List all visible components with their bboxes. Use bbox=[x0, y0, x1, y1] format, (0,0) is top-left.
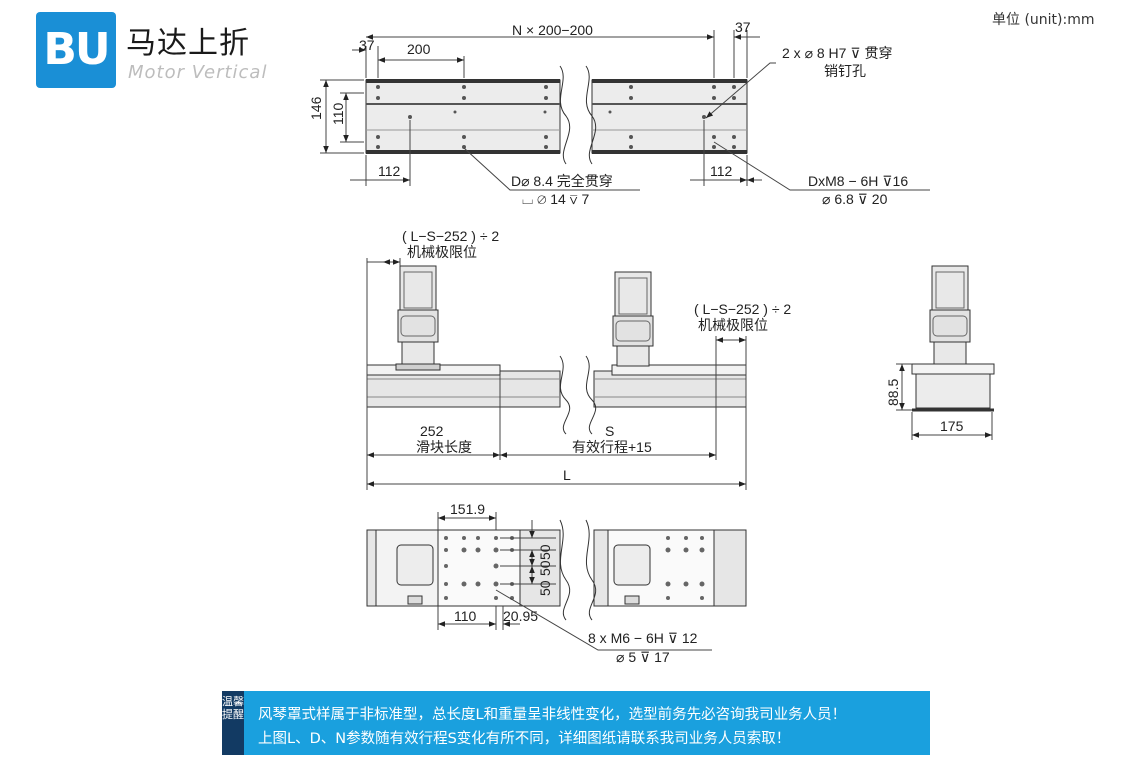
stroke-label: 有效行程+15 bbox=[572, 439, 652, 455]
side-view bbox=[366, 258, 747, 490]
brand-logo: BU bbox=[36, 12, 116, 88]
dim-200-label: 200 bbox=[407, 41, 431, 57]
dim-110-bottom-label: 110 bbox=[454, 608, 477, 624]
limit-right-label: 机械极限位 bbox=[698, 317, 768, 333]
left-motor bbox=[399, 265, 437, 311]
limit-right-formula: ( L−S−252 ) ÷ 2 bbox=[694, 301, 791, 317]
top-holes bbox=[376, 85, 736, 149]
pin-hole-spec: 2 x ⌀ 8 H7 ⊽ 贯穿 bbox=[782, 45, 892, 61]
through-hole-spec: D⌀ 8.4 完全贯穿 bbox=[511, 173, 613, 189]
dim-20-95-label: 20.95 bbox=[503, 608, 538, 624]
dim-50-b-label: 50 bbox=[537, 560, 553, 576]
left-coupling bbox=[397, 309, 439, 343]
right-motor bbox=[614, 271, 652, 317]
slider-length-value: 252 bbox=[420, 423, 444, 439]
top-rail-left bbox=[365, 79, 561, 154]
motor-flange-right bbox=[613, 544, 651, 586]
dim-37-left-label: 37 bbox=[359, 37, 375, 53]
dim-112-right-label: 112 bbox=[710, 163, 733, 179]
side-view-labels: ( L−S−252 ) ÷ 2 机械极限位 ( L−S−252 ) ÷ 2 机械… bbox=[402, 228, 791, 483]
motor-flange-left bbox=[396, 544, 434, 586]
limit-left-label: 机械极限位 bbox=[407, 244, 477, 260]
side-rail-left bbox=[366, 370, 561, 408]
end-height-label: 88.5 bbox=[885, 379, 901, 406]
top-view bbox=[320, 30, 930, 191]
limit-left-formula: ( L−S−252 ) ÷ 2 bbox=[402, 228, 499, 244]
dim-146-label: 146 bbox=[308, 96, 324, 120]
brand-name-cn: 马达上折 bbox=[126, 26, 250, 61]
bottom-thread-drill: ⌀ 5 ⊽ 17 bbox=[616, 649, 670, 665]
bottom-carriage-left bbox=[437, 529, 521, 607]
bottom-view-labels: 151.9 50 50 50 110 20.95 8 x M6 − 6H ⊽ 1… bbox=[450, 501, 698, 665]
end-width-label: 175 bbox=[940, 418, 964, 434]
pin-hole-name: 销钉孔 bbox=[824, 63, 866, 79]
dim-112-left-label: 112 bbox=[378, 163, 401, 179]
unit-label: 单位 (unit):mm bbox=[992, 12, 1095, 28]
end-view-labels: 88.5 175 bbox=[885, 379, 964, 434]
dim-37-right-label: 37 bbox=[735, 19, 751, 35]
dim-151-9-label: 151.9 bbox=[450, 501, 485, 517]
stroke-value: S bbox=[605, 423, 614, 439]
total-length-label: L bbox=[563, 467, 571, 483]
end-view bbox=[896, 265, 995, 440]
dim-110-label: 110 bbox=[330, 102, 346, 125]
dim-50-a-label: 50 bbox=[537, 544, 553, 560]
end-motor bbox=[931, 265, 969, 311]
thread-spec: DxM8 − 6H ⊽16 bbox=[808, 173, 908, 189]
notice-tag: 温馨提醒 bbox=[222, 691, 244, 755]
top-view-labels: N × 200−200 37 200 37 146 110 112 112 2 … bbox=[308, 19, 908, 207]
bottom-view bbox=[366, 512, 747, 651]
bottom-holes bbox=[444, 536, 705, 600]
notice-banner: 温馨提醒 风琴罩式样属于非标准型，总长度L和重量呈非线性变化，选型前务先必咨询我… bbox=[222, 691, 930, 755]
top-rail-right bbox=[591, 79, 748, 154]
brand-name-en: Motor Vertical bbox=[128, 62, 268, 83]
dim-n-label: N × 200−200 bbox=[512, 22, 593, 38]
brand-logo-text: BU bbox=[43, 24, 110, 75]
side-rail-right bbox=[593, 370, 747, 408]
thread-drill-spec: ⌀ 6.8 ⊽ 20 bbox=[822, 191, 888, 207]
notice-line-2: 上图L、D、N参数随有效行程S变化有所不同，详细图纸请联系我司业务人员索取！ bbox=[258, 731, 791, 747]
slider-length-label: 滑块长度 bbox=[416, 439, 472, 455]
notice-line-1: 风琴罩式样属于非标准型，总长度L和重量呈非线性变化，选型前务先必咨询我司业务人员… bbox=[258, 707, 847, 723]
dim-50-c-label: 50 bbox=[537, 580, 553, 596]
counterbore-spec: ⌴ ⌀ 14 ⊽ 7 bbox=[522, 191, 590, 207]
bottom-thread-spec: 8 x M6 − 6H ⊽ 12 bbox=[588, 630, 698, 646]
